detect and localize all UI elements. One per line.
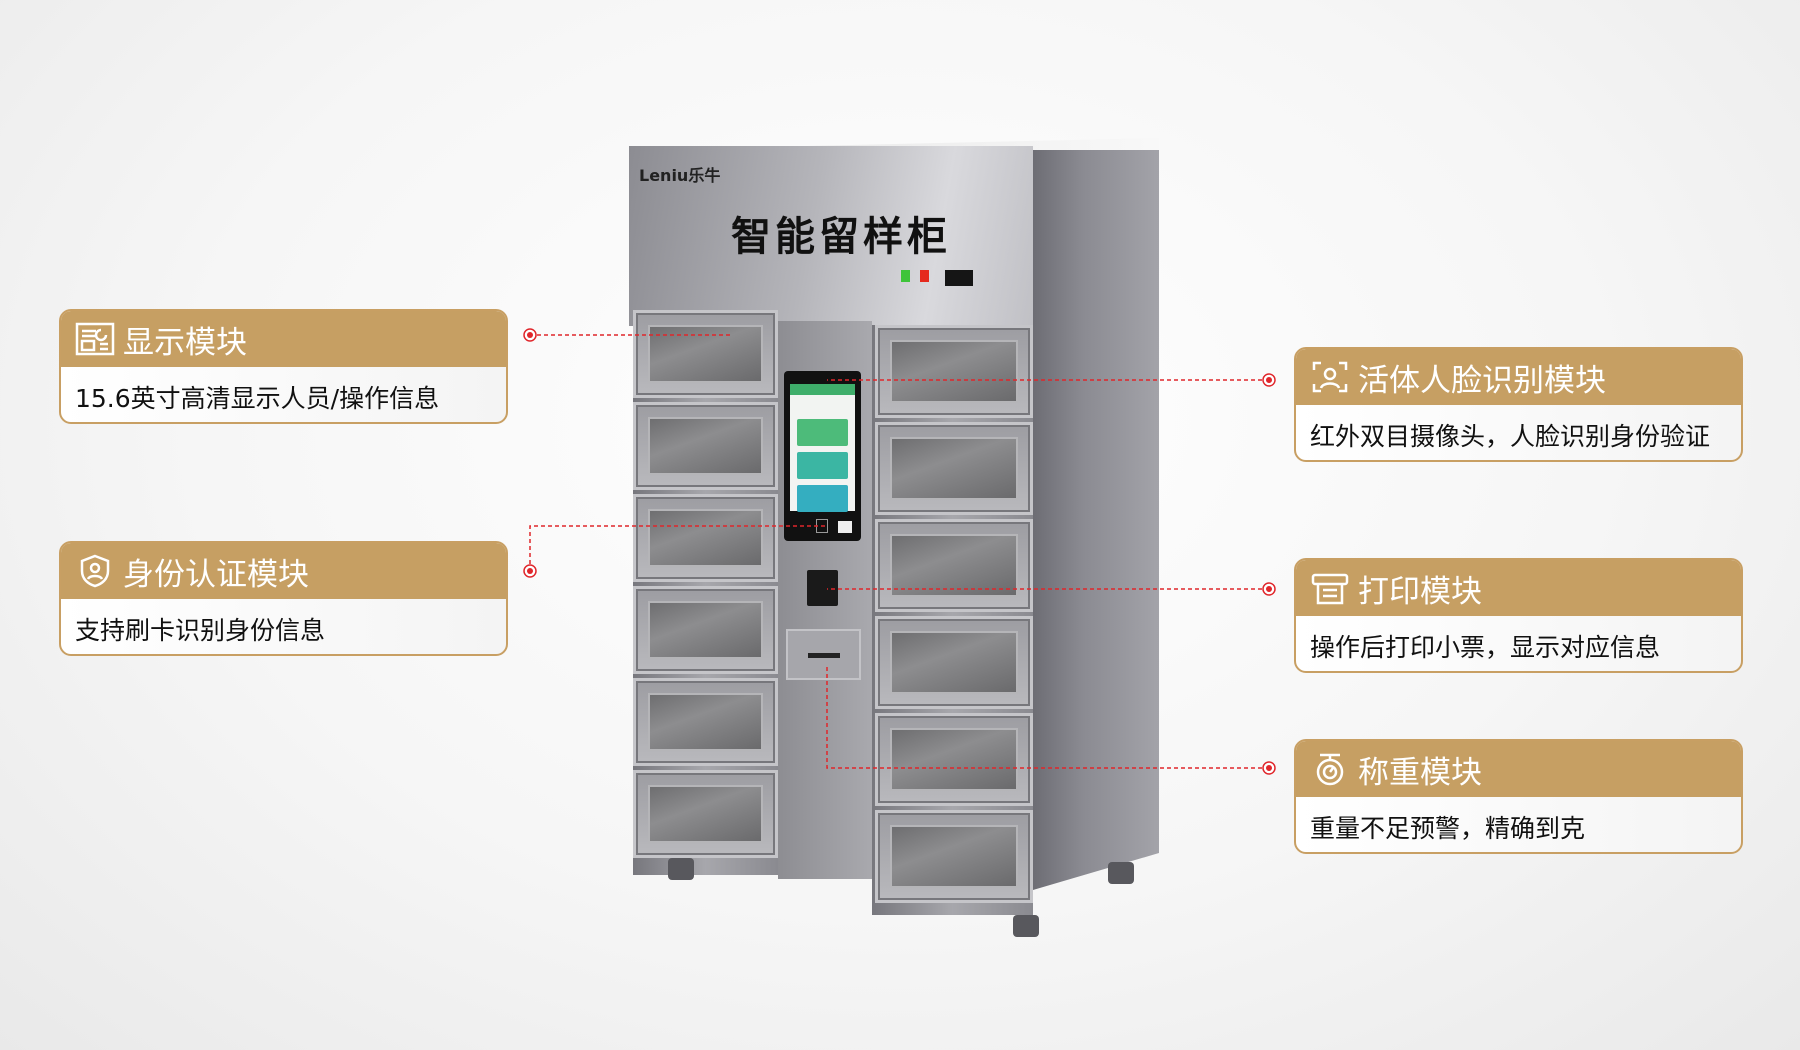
- wheel: [1108, 862, 1134, 884]
- feature-desc: 15.6英寸高清显示人员/操作信息: [75, 384, 440, 413]
- locker-drawer[interactable]: [633, 586, 778, 674]
- locker-drawer[interactable]: [875, 616, 1033, 709]
- locker-drawer[interactable]: [633, 678, 778, 766]
- feature-card-weighing: 称重模块 重量不足预警，精确到克: [1294, 739, 1743, 854]
- drawer-window: [648, 417, 763, 475]
- feature-desc: 重量不足预警，精确到克: [1310, 814, 1586, 843]
- cabinet-header-panel: Leniu乐牛 智能留样柜: [629, 146, 1033, 326]
- drawer-window: [890, 631, 1018, 694]
- feature-title: 显示模块: [123, 324, 247, 361]
- locker-drawer[interactable]: [633, 770, 778, 858]
- locker-drawer[interactable]: [875, 422, 1033, 515]
- printer-icon: [1311, 573, 1349, 605]
- drawer-window: [648, 509, 763, 567]
- drawer-window: [890, 534, 1018, 597]
- feature-desc: 红外双目摄像头，人脸识别身份验证: [1310, 422, 1711, 451]
- feature-desc: 操作后打印小票，显示对应信息: [1310, 633, 1661, 662]
- green-indicator-light: [901, 270, 910, 282]
- display-dashboard-icon: [75, 322, 115, 356]
- feature-card-printer: 打印模块 操作后打印小票，显示对应信息: [1294, 558, 1743, 673]
- feature-title: 打印模块: [1358, 573, 1482, 610]
- drawer-window: [890, 825, 1018, 888]
- feature-card-identity: 身份认证模块 支持刷卡识别身份信息: [59, 541, 508, 656]
- card-reader: [807, 570, 838, 606]
- feature-title: 身份认证模块: [123, 556, 309, 593]
- drawer-window: [648, 601, 763, 659]
- camera-icon: [838, 521, 852, 533]
- wheel: [1013, 915, 1039, 937]
- drawer-window: [890, 728, 1018, 791]
- locker-drawer[interactable]: [633, 402, 778, 490]
- drawer-window: [648, 693, 763, 751]
- cabinet-side-panel: [1033, 150, 1159, 890]
- locker-drawer[interactable]: [875, 810, 1033, 903]
- red-indicator-light: [920, 270, 929, 282]
- locker-drawer[interactable]: [875, 713, 1033, 806]
- receipt-printer-slot: [786, 629, 861, 680]
- wheel: [668, 858, 694, 880]
- locker-drawer[interactable]: [875, 519, 1033, 612]
- feature-desc: 支持刷卡识别身份信息: [75, 616, 326, 645]
- feature-title: 称重模块: [1358, 754, 1482, 791]
- scale-icon: [1316, 753, 1344, 786]
- locker-drawer[interactable]: [875, 325, 1033, 418]
- feature-card-face-recognition: 活体人脸识别模块 红外双目摄像头，人脸识别身份验证: [1294, 347, 1743, 462]
- touch-screen[interactable]: [784, 371, 861, 541]
- status-display: [945, 270, 973, 286]
- feature-card-display: 显示模块 15.6英寸高清显示人员/操作信息: [59, 309, 508, 424]
- shield-user-icon: [80, 554, 110, 588]
- drawer-window: [890, 437, 1018, 500]
- face-scan-icon: [1312, 361, 1348, 393]
- drawer-window: [890, 340, 1018, 403]
- locker-drawer[interactable]: [633, 310, 778, 398]
- brand-logo: Leniu乐牛: [639, 166, 721, 185]
- drawer-window: [648, 785, 763, 843]
- feature-title: 活体人脸识别模块: [1358, 362, 1606, 399]
- cabinet-title: 智能留样柜: [731, 214, 951, 260]
- locker-drawer[interactable]: [633, 494, 778, 582]
